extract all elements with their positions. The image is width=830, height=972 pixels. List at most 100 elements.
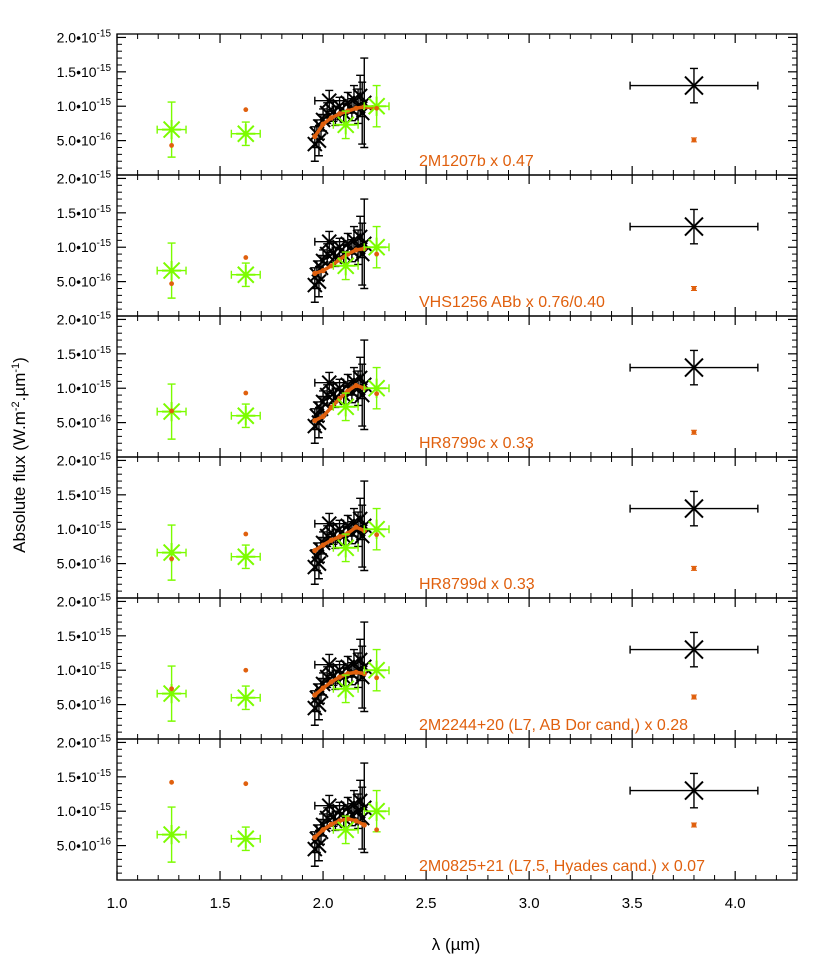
green-point [162,543,182,563]
model-point [691,694,697,700]
model-point [243,531,249,537]
model-point [691,286,697,291]
y-axis-label: Absolute flux (W.m-2.µm-1) [10,357,29,553]
model-point [691,566,697,571]
model-point [169,686,175,692]
x-axis-label: λ (µm) [432,935,481,954]
black-point [311,555,327,572]
model-curve-point [328,679,334,685]
y-tick-label: 1.5•10-15 [57,204,112,221]
panel-frame [116,738,798,881]
model-curve-point [353,382,359,389]
model-curve-point [353,524,359,530]
green-point [367,237,387,257]
model-curve-point [345,816,351,822]
y-tick-label: 1.0•10-15 [57,379,112,396]
green-point [367,660,387,680]
green-point [236,688,256,708]
y-tick-label: 1.5•10-15 [57,486,112,503]
model-point [374,105,380,111]
panel-label: HR8799d x 0.33 [419,576,535,593]
panel-label: 2M1207b x 0.47 [419,153,534,170]
panel-6: 5.0•10-161.0•10-151.5•10-152.0•10-152M08… [57,733,798,881]
y-tick-label: 1.0•10-15 [57,802,112,819]
y-tick-label: 5.0•10-16 [57,555,112,572]
model-curve-point [328,537,334,543]
model-curve-point [336,534,343,540]
panel-2: 5.0•10-161.0•10-151.5•10-152.0•10-15VHS1… [57,169,798,317]
x-tick-label: 4.0 [725,895,746,912]
black-point [684,357,704,378]
model-curve-point [336,111,343,117]
panel-1: 5.0•10-161.0•10-151.5•10-152.0•10-152M12… [57,28,798,176]
y-tick-label: 1.5•10-15 [57,768,112,785]
model-point [169,281,175,287]
model-point [169,408,175,414]
y-tick-label: 2.0•10-15 [57,733,112,750]
x-tick-label: 3.0 [519,895,540,912]
model-curve-point [353,669,359,675]
panel-label: HR8799c x 0.33 [419,435,534,452]
black-point [684,75,704,96]
model-curve-point [312,692,318,698]
panel-label: 2M0825+21 (L7.5, Hyades cand.) x 0.07 [419,858,705,875]
green-point [336,820,356,840]
panels: 5.0•10-16 1.0•10-15 1.5•10-15 2.0•10-15 2M12… [57,28,798,881]
model-point [374,675,380,681]
green-point [236,265,256,285]
black-point [684,639,704,660]
green-point [236,406,256,426]
model-curve-point [320,268,326,274]
green-point [236,547,256,567]
model-point [243,107,249,113]
green-point [367,801,387,821]
model-point [374,827,380,833]
model-curve-point [353,247,359,253]
green-point [336,679,356,699]
model-curve-point [328,821,334,827]
model-curve-point [312,834,318,840]
model-curve-point [320,121,326,127]
model-point [691,137,697,143]
green-point [162,825,182,845]
y-tick-label: 2.0•10-15 [57,28,112,45]
model-curve-point [312,270,318,276]
x-tick-label: 3.5 [622,895,643,912]
y-tick-label: 1.5•10-15 [57,627,112,644]
green-point [162,120,182,140]
black-point [684,498,704,519]
black-point [319,246,335,262]
green-point [236,829,256,849]
model-point [374,391,380,397]
green-point [236,124,256,144]
panel-label: 2M2244+20 (L7, AB Dor cand.) x 0.28 [419,717,688,734]
model-point [169,556,175,562]
y-tick-label: 1.0•10-15 [57,238,112,255]
model-curve-point [320,685,326,691]
panel-label: VHS1256 ABb x 0.76/0.40 [419,294,605,311]
black-point [311,837,327,854]
green-point [162,684,182,704]
model-point [374,251,380,257]
y-tick-label: 5.0•10-16 [57,414,112,431]
model-point [243,781,249,787]
green-point [367,519,387,539]
y-tick-label: 2.0•10-15 [57,310,112,327]
y-tick-label: 1.0•10-15 [57,97,112,114]
y-tick-label: 5.0•10-16 [57,132,112,149]
panel-4: 5.0•10-161.0•10-151.5•10-152.0•10-15HR87… [57,451,798,599]
model-curve-point [328,263,334,269]
model-curve-point [353,818,359,824]
model-curve-point [353,105,359,111]
model-point [243,667,249,673]
model-point [169,779,175,785]
model-curve-point [345,388,351,394]
model-point [169,143,175,148]
y-tick-label: 1.5•10-15 [57,345,112,362]
y-tick-label: 2.0•10-15 [57,169,112,186]
y-tick-label: 1.0•10-15 [57,520,112,537]
y-tick-label: 1.0•10-15 [57,661,112,678]
model-point [374,532,380,538]
